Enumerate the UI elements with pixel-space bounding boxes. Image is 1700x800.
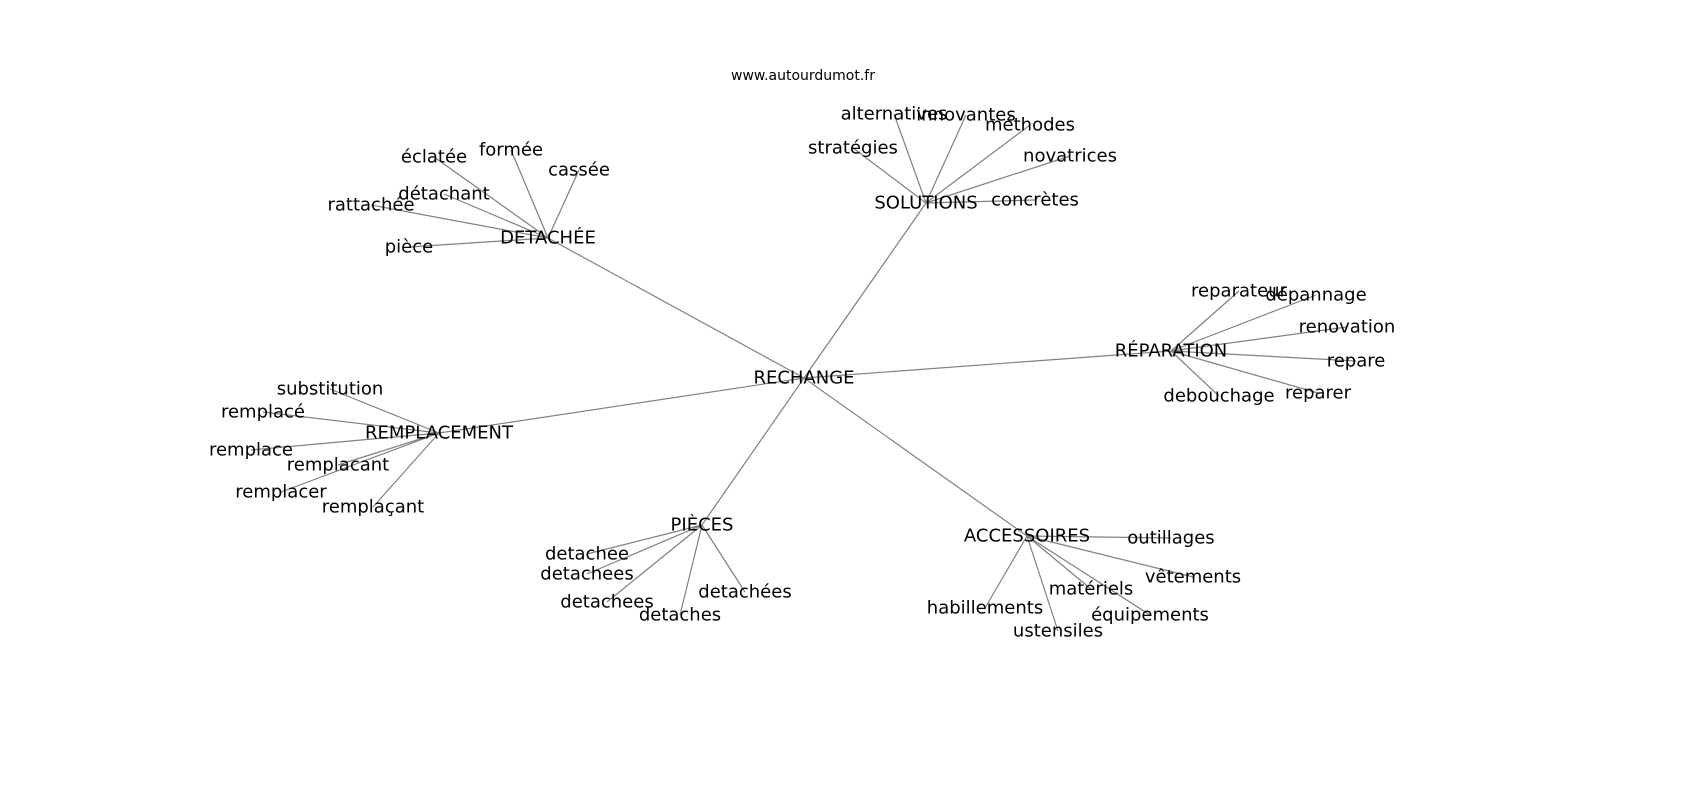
edges [250,113,1357,632]
related-word-node[interactable]: outillages [1127,528,1214,549]
edge-root-hub [438,377,805,434]
edge-hub-word [280,432,440,493]
edge-hub-word [925,155,1071,204]
edge-hub-word [433,156,549,239]
edge-hub-word [1170,350,1357,362]
edge-hub-word [852,147,927,204]
edge-hub-word [925,199,1036,204]
related-word-node[interactable]: detachées [698,582,791,603]
related-word-node[interactable]: stratégies [808,138,898,159]
edge-root-hub [803,377,1028,537]
edge-hub-word [679,524,703,616]
edge-hub-word [250,432,440,451]
hub-word-node[interactable]: ACCESSOIRES [964,526,1090,547]
edge-root-hub [803,350,1172,379]
related-word-node[interactable]: remplacant [287,455,389,476]
edge-root-hub [803,202,927,379]
related-word-node[interactable]: alternatives [841,104,948,125]
edge-hub-word [925,114,967,204]
related-word-node[interactable]: formée [479,140,543,161]
hub-word-node[interactable]: REMPLACEMENT [365,423,514,444]
edge-hub-word [547,169,580,239]
edge-hub-word [1170,290,1240,352]
edge-hub-word [1170,350,1319,394]
edge-hub-word [1170,326,1348,352]
edge-hub-word [606,524,703,603]
edge-hub-word [893,113,927,204]
edge-hub-word [510,149,549,239]
edge-hub-word [925,124,1031,204]
related-word-node[interactable]: méthodes [985,115,1075,136]
related-word-node[interactable]: concrètes [991,190,1079,211]
related-word-node[interactable]: detachee [545,544,629,565]
edge-hub-word [586,524,703,555]
hub-word-node[interactable]: PIÈCES [671,514,734,536]
related-word-node[interactable]: remplacer [235,482,327,503]
edge-hub-word [1026,535,1092,590]
related-word-node[interactable]: substitution [277,379,384,400]
edge-hub-word [337,432,440,466]
edge-hub-word [586,524,703,575]
edge-hub-word [1026,535,1059,632]
related-word-node[interactable]: équipements [1091,605,1209,626]
root-word-node[interactable]: RECHANGE [753,368,854,389]
related-word-node[interactable]: ustensiles [1013,621,1103,642]
related-word-node[interactable]: détachant [398,184,489,205]
related-word-node[interactable]: detaches [639,605,721,626]
edge-root-hub [547,237,805,379]
edge-hub-word [372,432,440,508]
related-word-node[interactable]: innovantes [916,105,1015,126]
edge-hub-word [984,535,1028,609]
related-word-node[interactable]: debouchage [1163,386,1274,407]
related-word-node[interactable]: vêtements [1145,567,1241,588]
edge-hub-word [262,411,440,434]
related-word-node[interactable]: reparateur [1191,281,1288,302]
related-word-node[interactable]: detachees [540,564,633,585]
edge-hub-word [370,204,549,239]
related-word-node[interactable]: remplace [209,440,293,461]
hub-word-node[interactable]: SOLUTIONS [874,193,977,214]
related-word-node[interactable]: matériels [1049,579,1134,600]
hub-word-node[interactable]: RÉPARATION [1115,340,1228,362]
related-word-node[interactable]: reparer [1285,383,1352,404]
related-word-node[interactable]: renovation [1299,317,1396,338]
related-word-node[interactable]: repare [1327,351,1386,372]
related-word-node[interactable]: detachees [560,592,653,613]
edge-hub-word [1026,535,1194,578]
edge-hub-word [1170,350,1220,397]
edge-hub-word [701,524,746,593]
related-word-node[interactable]: pièce [385,237,433,258]
edge-hub-word [443,193,549,239]
edge-hub-word [329,388,440,434]
related-word-node[interactable]: novatrices [1023,146,1117,167]
related-word-node[interactable]: éclatée [401,147,467,168]
edge-root-hub [701,377,805,526]
related-word-node[interactable]: remplacé [221,402,305,423]
related-word-node[interactable]: rattachée [327,195,414,216]
related-word-node[interactable]: habillements [927,598,1043,619]
related-word-node[interactable]: dépannage [1265,285,1366,306]
edge-hub-word [1026,535,1172,539]
edge-hub-word [1170,294,1317,352]
site-title: www.autourdumot.fr [731,68,875,84]
related-word-node[interactable]: remplaçant [322,497,424,518]
edge-hub-word [1026,535,1151,616]
hub-word-node[interactable]: DETACHÉE [500,227,596,249]
edge-hub-word [408,237,549,248]
related-word-node[interactable]: cassée [548,160,610,181]
